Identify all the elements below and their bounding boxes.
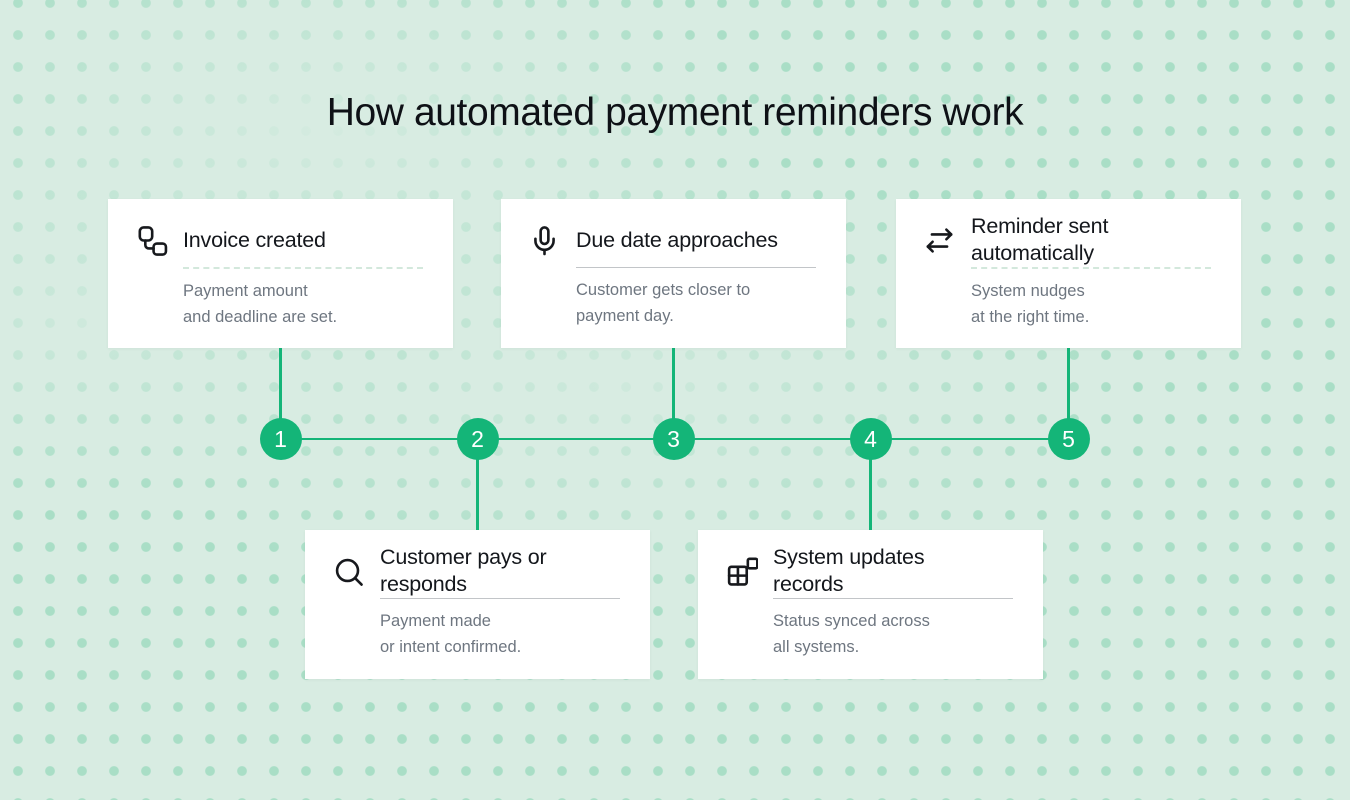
step-card-title: Due date approaches <box>576 227 778 252</box>
step-connector-2 <box>476 439 479 530</box>
step-card-header: Invoice created <box>135 213 423 267</box>
step-card-divider <box>576 267 816 268</box>
step-card-header: Reminder sent automatically <box>923 213 1211 267</box>
step-card-description: Payment made or intent confirmed. <box>380 612 522 656</box>
step-circle-4: 4 <box>849 418 892 460</box>
step-card-divider <box>380 598 620 599</box>
step-card-4: System updates records Status synced acr… <box>698 530 1043 679</box>
step-circle-1: 1 <box>259 418 302 460</box>
step-card-description: Status synced across all systems. <box>773 612 930 656</box>
step-card-3: Due date approaches Customer gets closer… <box>501 199 846 348</box>
step-circle-2: 2 <box>456 418 499 460</box>
step-connector-3 <box>672 348 675 439</box>
step-card-divider <box>773 598 1013 599</box>
blocks-icon <box>725 555 758 588</box>
step-card-divider <box>183 267 423 269</box>
step-card-title: System updates records <box>773 545 925 596</box>
step-card-title: Reminder sent automatically <box>971 214 1109 265</box>
step-circle-3: 3 <box>652 418 695 460</box>
step-card-header: Customer pays or responds <box>332 544 620 598</box>
step-connector-4 <box>869 439 872 530</box>
microphone-icon <box>528 224 561 257</box>
step-card-divider <box>971 267 1211 269</box>
step-card-header: System updates records <box>725 544 1013 598</box>
step-card-5: Reminder sent automatically System nudge… <box>896 199 1241 348</box>
page-title: How automated payment reminders work <box>326 91 1024 134</box>
step-card-1: Invoice created Payment amount and deadl… <box>108 199 453 348</box>
step-connector-5 <box>1067 348 1070 439</box>
step-connector-1 <box>279 348 282 439</box>
step-card-description: System nudges at the right time. <box>971 282 1090 326</box>
step-circle-5: 5 <box>1047 418 1090 460</box>
step-card-title: Invoice created <box>183 227 326 252</box>
swap-arrows-icon <box>923 224 956 257</box>
step-card-title: Customer pays or responds <box>380 545 547 596</box>
step-card-description: Customer gets closer to payment day. <box>576 281 751 325</box>
step-card-header: Due date approaches <box>528 213 816 267</box>
step-card-description: Payment amount and deadline are set. <box>183 282 338 326</box>
search-icon <box>332 555 365 588</box>
workflow-icon <box>135 224 168 257</box>
step-card-2: Customer pays or responds Payment made o… <box>305 530 650 679</box>
